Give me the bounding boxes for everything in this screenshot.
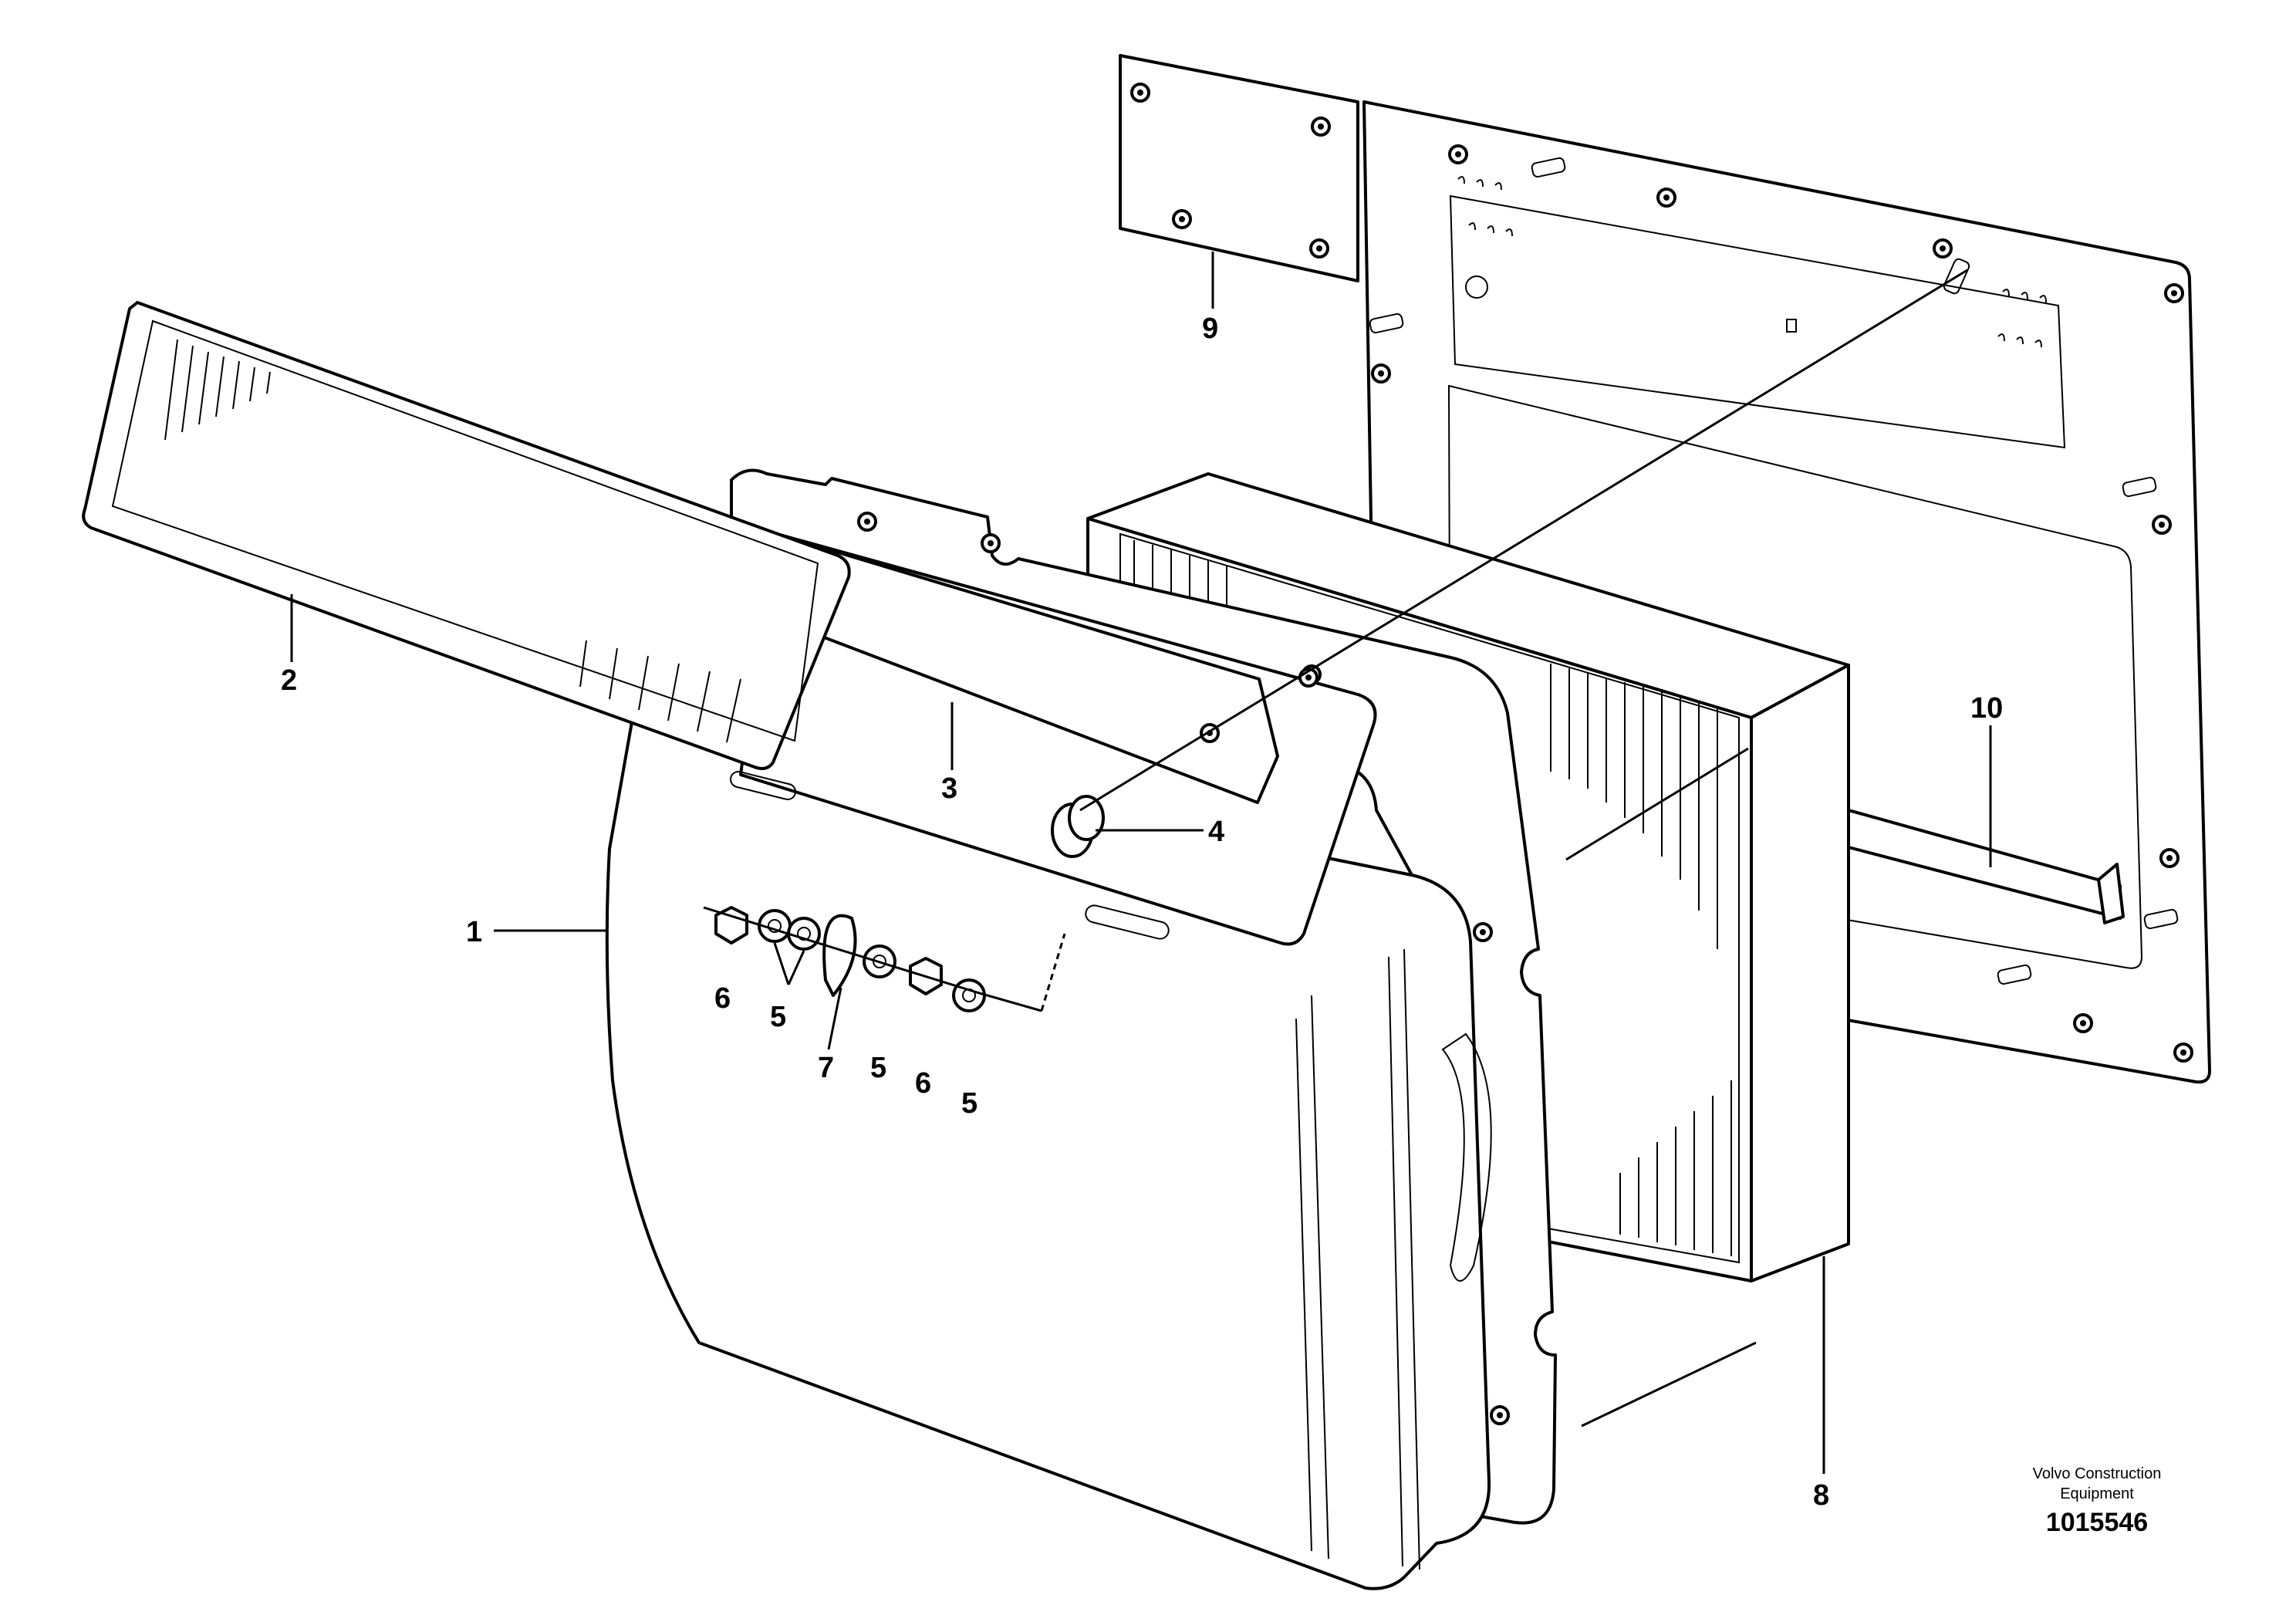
part-9-plate	[1119, 54, 1359, 282]
callout-1: 1	[466, 916, 482, 948]
reference-number: 1015546	[2046, 1508, 2148, 1537]
callout-6b: 6	[915, 1067, 931, 1100]
callout-5b: 5	[870, 1052, 886, 1084]
callout-2: 2	[281, 664, 297, 697]
callout-3: 3	[941, 772, 957, 805]
credit-line-1: Volvo Construction	[2033, 1465, 2162, 1482]
part-4-knob	[1051, 795, 1105, 858]
callout-7: 7	[818, 1052, 834, 1084]
callout-8: 8	[1813, 1479, 1829, 1512]
part-10-rail	[1847, 809, 2125, 924]
leader-lines	[290, 252, 1992, 1474]
callout-9: 9	[1202, 313, 1218, 345]
callout-5a: 5	[770, 1001, 786, 1033]
callout-5c: 5	[961, 1087, 977, 1120]
callout-10: 10	[1970, 692, 2003, 725]
callout-labels: 1 2 3 4 5 5 5 5 6 6 7 8 9 10	[281, 313, 2003, 1512]
callout-4: 4	[1208, 816, 1224, 848]
credit-block: Volvo Construction Equipment 1015546	[2033, 1465, 2162, 1537]
callout-6a: 6	[714, 982, 731, 1015]
credit-line-2: Equipment	[2060, 1485, 2134, 1502]
part-2-cover	[82, 301, 851, 770]
